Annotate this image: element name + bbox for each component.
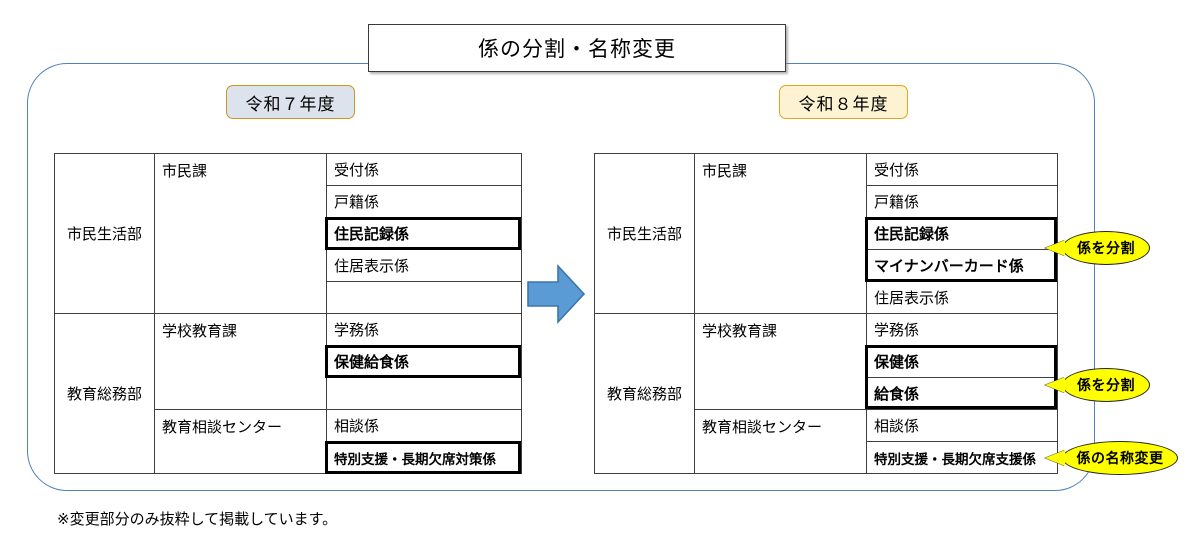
callout-rename-section: 係の名称変更 (1045, 441, 1178, 475)
footnote-text: ※変更部分のみ抜粋して掲載しています。 (57, 511, 338, 528)
section-cell: 戸籍係 (866, 185, 1058, 218)
dept-cell: 教育総務部 (594, 313, 695, 474)
division-cell: 学校教育課 (694, 313, 867, 410)
section-cell-highlighted: 特別支援・長期欠席支援係 (866, 441, 1058, 474)
section-cell-highlighted: 住民記録係 (866, 217, 1058, 250)
section-cell-highlighted: 特別支援・長期欠席対策係 (326, 441, 522, 474)
table-row: 戸籍係 (595, 185, 1058, 218)
table-row: 住居表示係 (55, 249, 522, 282)
section-cell: 学務係 (326, 313, 522, 346)
division-cell: 教育相談センター (154, 409, 327, 474)
callout-pointer-icon (1045, 377, 1065, 393)
callout-label: 係を分割 (1077, 240, 1135, 256)
section-cell-highlighted: 給食係 (866, 377, 1058, 410)
table-row: 住民記録係 (595, 217, 1058, 250)
callout-bubble: 係の名称変更 (1045, 441, 1178, 475)
section-cell: 住居表示係 (326, 249, 522, 282)
table-row: 住居表示係 (595, 281, 1058, 314)
callout-split-sections-2: 係を分割 (1045, 368, 1150, 402)
section-cell: 相談係 (866, 409, 1058, 442)
callout-label: 係の名称変更 (1076, 450, 1164, 466)
section-cell: 受付係 (326, 153, 522, 186)
year-label-before-text: 令和７年度 (245, 94, 336, 114)
dept-cell: 市民生活部 (594, 153, 695, 314)
division-cell: 教育相談センター (694, 409, 867, 474)
table-row: 特別支援・長期欠席支援係 (595, 441, 1058, 474)
year-label-after-text: 令和８年度 (798, 94, 889, 114)
callout-bubble: 係を分割 (1045, 368, 1150, 402)
section-cell-highlighted: マイナンバーカード係 (866, 249, 1058, 282)
division-cell: 市民課 (154, 153, 327, 314)
section-cell-highlighted: 保健係 (866, 345, 1058, 378)
section-cell-empty (326, 281, 522, 314)
table-row: 市民生活部 市民課 受付係 (54, 153, 522, 314)
table-row: 教育総務部 学校教育課 学務係 (594, 313, 1058, 474)
callout-pointer-icon (1045, 450, 1065, 466)
dept-cell: 市民生活部 (54, 153, 155, 314)
division-cell: 学校教育課 (154, 313, 327, 410)
right-arrow-icon (526, 262, 586, 326)
division-cell: 市民課 (694, 153, 867, 314)
org-table-before: 市民生活部 市民課 受付係 戸籍係 住民記録係 住居表示係 教育総務部 学校教育… (54, 153, 522, 474)
section-cell: 住居表示係 (866, 281, 1058, 314)
callout-split-sections-1: 係を分割 (1045, 231, 1150, 265)
table-row: 住民記録係 (55, 217, 522, 250)
section-cell: 受付係 (866, 153, 1058, 186)
page-title-text: 係の分割・名称変更 (478, 38, 676, 61)
section-cell-empty (326, 377, 522, 410)
dept-cell: 教育総務部 (54, 313, 155, 474)
section-cell: 相談係 (326, 409, 522, 442)
year-label-before: 令和７年度 (226, 85, 355, 119)
section-cell: 戸籍係 (326, 185, 522, 218)
page-title: 係の分割・名称変更 (368, 24, 786, 72)
section-cell-highlighted: 住民記録係 (326, 217, 522, 250)
callout-pointer-icon (1045, 240, 1065, 256)
callout-bubble: 係を分割 (1045, 231, 1150, 265)
year-label-after: 令和８年度 (779, 85, 908, 119)
section-cell: 学務係 (866, 313, 1058, 346)
table-row: 市民生活部 市民課 受付係 (594, 153, 1058, 314)
table-row: 教育総務部 学校教育課 学務係 (54, 313, 522, 474)
org-table-after: 市民生活部 市民課 受付係 戸籍係 住民記録係 マイナンバーカード係 住居表示係… (594, 153, 1058, 474)
callout-label: 係を分割 (1077, 377, 1135, 393)
section-cell-highlighted: 保健給食係 (326, 345, 522, 378)
